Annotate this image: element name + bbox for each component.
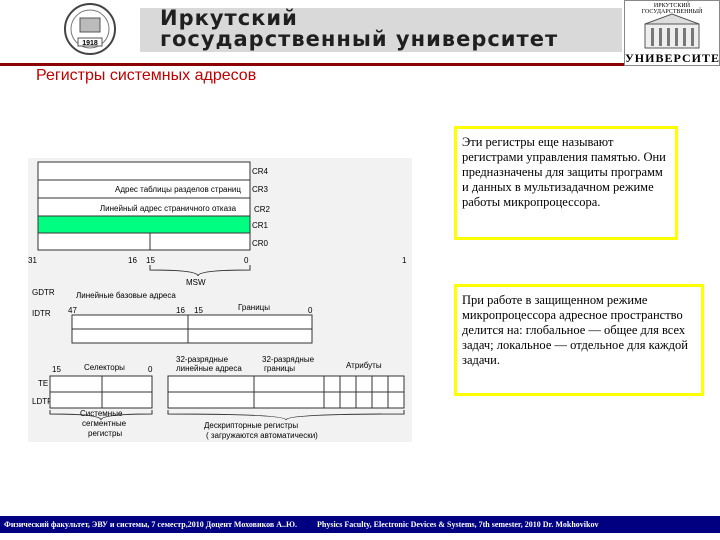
bit-right-mark: 1	[402, 256, 407, 265]
header-rule	[0, 63, 624, 66]
cr3-label: CR3	[252, 185, 269, 194]
footer-left: Физический факультет, ЭВУ и системы, 7 с…	[4, 520, 297, 529]
register-diagram: Адрес таблицы разделов страниц Линейный …	[28, 158, 412, 442]
linear-address-label-l1: 32-разрядные	[176, 355, 229, 364]
ldtr-selector-box	[49, 391, 153, 409]
building-icon	[644, 13, 700, 49]
te-selector-box	[49, 375, 153, 393]
limit-label: Границы	[238, 303, 270, 312]
limits-label-l2: границы	[264, 364, 295, 373]
ldtr-descriptor-box	[167, 391, 405, 409]
limits-label-l1: 32-разрядные	[262, 355, 315, 364]
descriptor-brace	[167, 410, 405, 421]
system-segment-label-l2: сегментные	[82, 419, 127, 428]
footer-right: Physics Faculty, Electronic Devices & Sy…	[317, 520, 599, 529]
ldtr-label: LDTR	[32, 397, 53, 406]
cr4-box	[37, 161, 251, 181]
header-title-line1: Иркутский	[160, 6, 298, 30]
msw-brace	[149, 265, 251, 277]
cr2-field-label: Линейный адрес страничного отказа	[100, 204, 237, 213]
note-address-space: При работе в защищенном режиме микропроц…	[454, 284, 704, 396]
table-registers: GDTR Линейные базовые адреса Границы IDT…	[32, 288, 313, 344]
gdtr-box	[71, 314, 313, 330]
cr0-box	[37, 232, 251, 251]
seal-year: 1918	[82, 40, 98, 47]
attributes-label: Атрибуты	[346, 361, 382, 370]
te-label: TE	[38, 379, 48, 388]
logo-bottom-text: УНИВЕРСИТЕТ	[625, 51, 720, 65]
bit-31: 31	[28, 256, 37, 265]
cr2-label: CR2	[254, 205, 271, 214]
cr4-label: CR4	[252, 167, 269, 176]
descriptor-label-l2: ( загружаются автоматически)	[206, 431, 318, 440]
gdtr-label: GDTR	[32, 288, 55, 297]
idtr-box	[71, 328, 313, 344]
header-title-line2: государственный университет	[160, 27, 559, 51]
idtr-label: IDTR	[32, 309, 51, 318]
bit-15: 15	[146, 256, 155, 265]
bit-15-seg: 15	[52, 365, 61, 374]
university-logo: ИРКУТСКИЙ ГОСУДАРСТВЕННЫЙ УНИВЕРСИТЕТ	[624, 0, 720, 66]
bit-16: 16	[128, 256, 137, 265]
footer: Физический факультет, ЭВУ и системы, 7 с…	[0, 516, 720, 533]
cr1-label: CR1	[252, 221, 269, 230]
bit-15-table: 15	[194, 306, 203, 315]
bit-47: 47	[68, 306, 77, 315]
control-registers: Адрес таблицы разделов страниц Линейный …	[37, 161, 271, 251]
bit-0-table: 0	[308, 306, 313, 315]
system-segment-brace	[49, 410, 153, 421]
cr3-field-label: Адрес таблицы разделов страниц	[115, 185, 241, 194]
header-title: Иркутский государственный университет	[160, 8, 558, 50]
segment-registers: Селекторы 32-разрядные линейные адреса 3…	[32, 355, 405, 440]
page-title: Регистры системных адресов	[36, 67, 257, 84]
selectors-label: Селекторы	[84, 363, 125, 372]
note-memory-registers: Эти регистры еще называют регистрами упр…	[454, 126, 678, 240]
cr1-box	[37, 215, 251, 234]
logo-top-text: ИРКУТСКИЙ ГОСУДАРСТВЕННЫЙ	[641, 3, 703, 15]
system-segment-label-l1: Системные	[80, 409, 123, 418]
system-segment-label-l3: регистры	[88, 429, 122, 438]
te-descriptor-box	[167, 375, 405, 393]
header-band	[140, 8, 622, 52]
base-address-label: Линейные базовые адреса	[76, 291, 176, 300]
cr0-label: CR0	[252, 239, 269, 248]
msw-label: MSW	[186, 278, 206, 287]
bit-0: 0	[244, 256, 249, 265]
linear-address-label-l2: линейные адреса	[176, 364, 242, 373]
bit-16-table: 16	[176, 306, 185, 315]
university-seal: 1918	[52, 2, 128, 56]
bit-0-seg: 0	[148, 365, 153, 374]
descriptor-label-l1: Дескрипторные регистры	[204, 421, 298, 430]
